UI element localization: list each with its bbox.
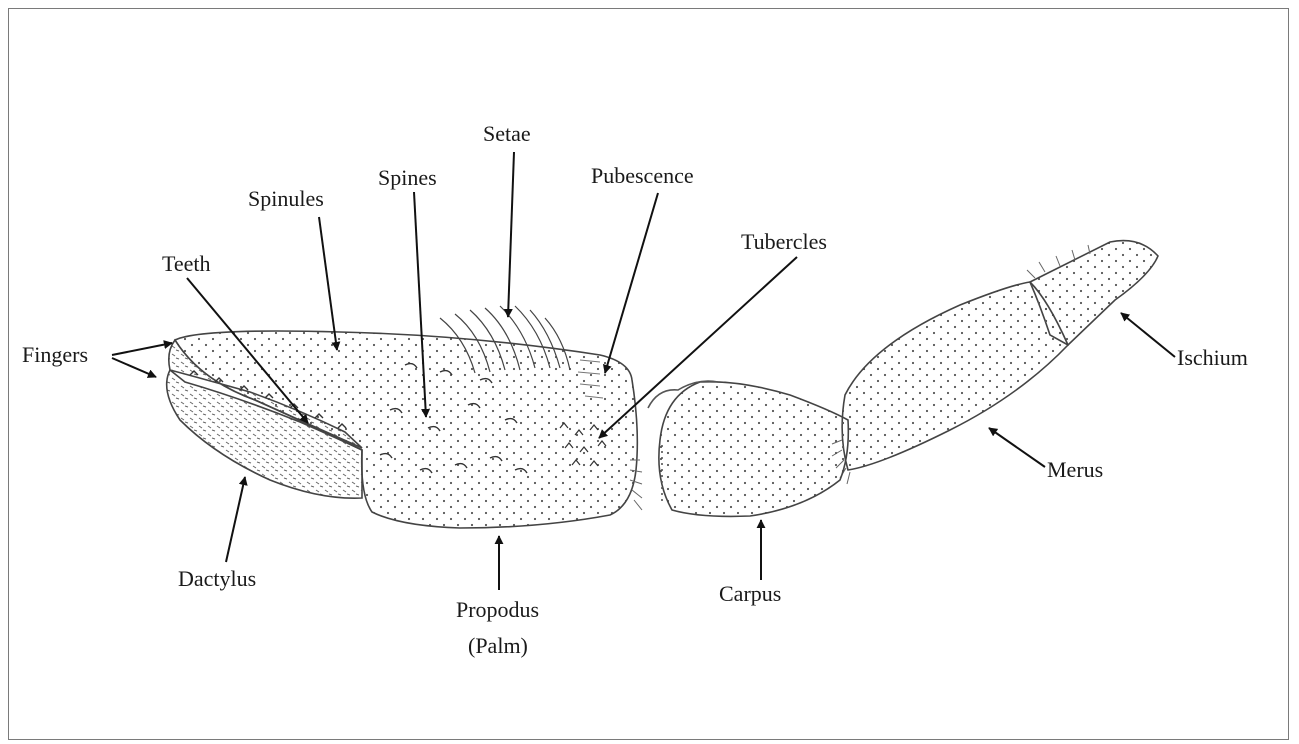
- setae-arrow: [508, 152, 514, 317]
- label-carpus: Carpus: [719, 581, 781, 606]
- fingers-arrow-upper: [112, 343, 172, 355]
- label-propodus: Propodus: [456, 597, 539, 622]
- pubescence-arrow: [605, 193, 658, 373]
- merus-arrow: [989, 428, 1045, 467]
- carpus-segment: [659, 382, 848, 517]
- label-teeth: Teeth: [162, 251, 211, 276]
- claw-illustration: [167, 241, 1158, 528]
- label-spinules: Spinules: [248, 186, 324, 211]
- label-tubercles: Tubercles: [741, 229, 827, 254]
- label-merus: Merus: [1047, 457, 1103, 482]
- label-setae: Setae: [483, 121, 531, 146]
- spinules-arrow: [319, 217, 337, 350]
- dactylus-arrow: [226, 477, 245, 562]
- label-pubescence: Pubescence: [591, 163, 694, 188]
- merus-segment: [842, 282, 1068, 470]
- label-fingers: Fingers: [22, 342, 88, 367]
- label-dactylus: Dactylus: [178, 566, 256, 591]
- label-spines: Spines: [378, 165, 437, 190]
- label-ischium: Ischium: [1177, 345, 1248, 370]
- label-palm: (Palm): [468, 633, 528, 658]
- ischium-arrow: [1121, 313, 1175, 357]
- fingers-arrow-lower: [112, 358, 156, 377]
